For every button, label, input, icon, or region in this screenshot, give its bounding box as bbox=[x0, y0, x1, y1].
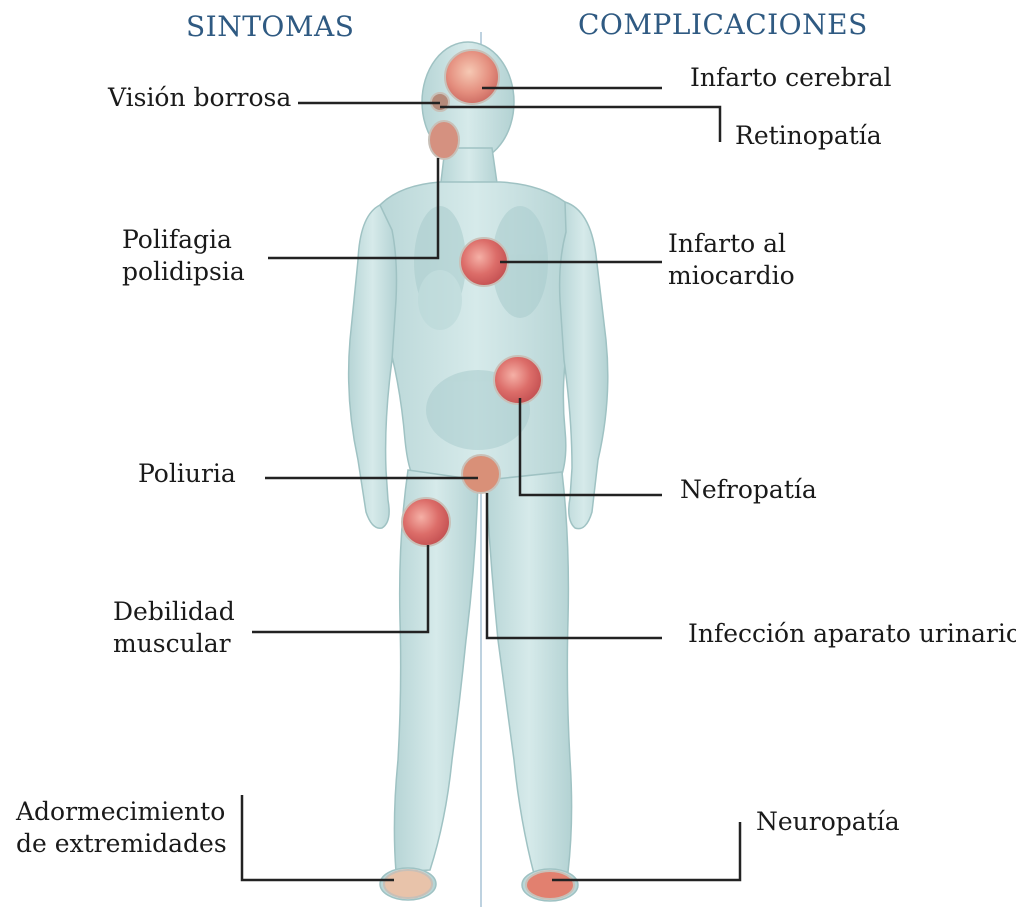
label-nefropatia: Nefropatía bbox=[680, 474, 817, 506]
label-debilidad-line2: muscular bbox=[113, 628, 235, 660]
label-retinopatia: Retinopatía bbox=[735, 120, 882, 152]
bladder-highlight bbox=[462, 455, 500, 493]
label-adormecimiento-line2: de extremidades bbox=[16, 828, 227, 860]
label-vision: Visión borrosa bbox=[108, 82, 291, 114]
right-foot-highlight bbox=[526, 871, 574, 899]
label-polifagia-line1: Polifagia bbox=[122, 224, 245, 256]
label-infarto-miocardio-line1: Infarto al bbox=[668, 228, 795, 260]
label-infarto-miocardio: Infarto al miocardio bbox=[668, 228, 795, 292]
symptoms-heading: SINTOMAS bbox=[186, 10, 354, 43]
brain-highlight bbox=[445, 50, 499, 104]
mouth-highlight bbox=[429, 121, 459, 159]
label-polifagia-line2: polidipsia bbox=[122, 256, 245, 288]
label-adormecimiento: Adormecimiento de extremidades bbox=[16, 796, 227, 860]
label-adormecimiento-line1: Adormecimiento bbox=[16, 796, 227, 828]
label-debilidad-line1: Debilidad bbox=[113, 596, 235, 628]
leader-adormecimiento bbox=[242, 795, 394, 880]
label-infeccion-urinaria: Infección aparato urinario bbox=[688, 618, 1016, 650]
label-debilidad: Debilidad muscular bbox=[113, 596, 235, 660]
thigh-highlight bbox=[402, 498, 450, 546]
label-neuropatia: Neuropatía bbox=[756, 806, 900, 838]
label-infarto-miocardio-line2: miocardio bbox=[668, 260, 795, 292]
kidney-highlight bbox=[494, 356, 542, 404]
complications-heading: COMPLICACIONES bbox=[578, 8, 868, 41]
left-arm bbox=[349, 205, 397, 528]
label-poliuria: Poliuria bbox=[138, 458, 236, 490]
left-foot-highlight bbox=[384, 870, 432, 898]
label-polifagia: Polifagia polidipsia bbox=[122, 224, 245, 288]
right-leg bbox=[486, 472, 572, 874]
label-infarto-cerebral: Infarto cerebral bbox=[690, 62, 892, 94]
leader-neuropatia bbox=[552, 822, 740, 880]
right-arm bbox=[560, 202, 608, 529]
